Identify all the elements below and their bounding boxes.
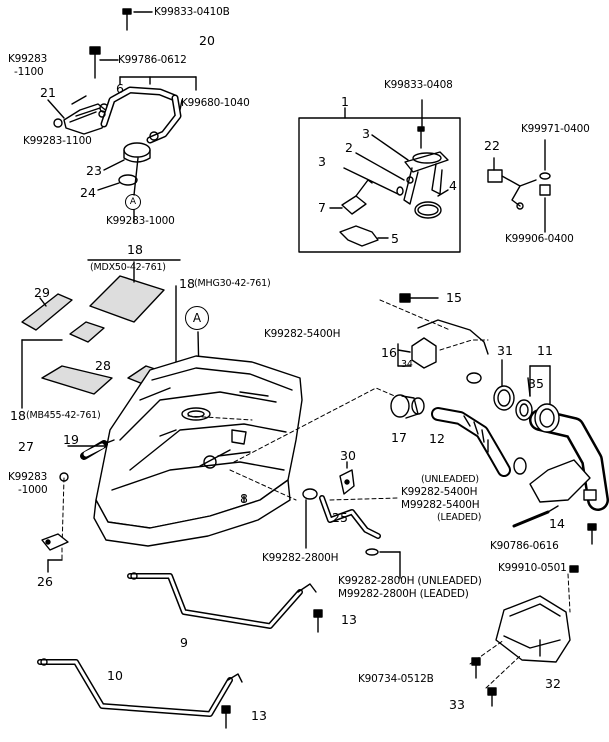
- label-k99833-0408: K99833-0408: [384, 79, 453, 91]
- label-18b: 18: [179, 276, 195, 291]
- label-14: 14: [549, 516, 565, 531]
- label-21: 21: [40, 85, 56, 100]
- label-k99971-0400: K99971-0400: [521, 123, 590, 135]
- label-unleaded-1: (UNLEADED): [421, 474, 479, 485]
- label-18a: 18: [127, 242, 143, 257]
- label-28: 28: [95, 358, 111, 373]
- label-k99282-2800h-unleaded: K99282-2800H (UNLEADED): [338, 575, 482, 587]
- label-mdx50: (MDX50-42-761): [90, 262, 166, 273]
- label-33: 33: [449, 697, 465, 712]
- label-k99283: K99283: [8, 53, 48, 65]
- label-19: 19: [63, 432, 79, 447]
- label-k99283-1000: K99283-1000: [106, 215, 175, 227]
- label-22: 22: [484, 138, 500, 153]
- label-k99283-1100: K99283-1100: [23, 135, 92, 147]
- label-31: 31: [497, 343, 513, 358]
- label-27: 27: [18, 439, 34, 454]
- bolt-top: [122, 8, 153, 31]
- label-m99282-5400h: M99282-5400H: [401, 499, 480, 511]
- label-1100: -1100: [14, 66, 44, 78]
- label-k99282-5400h-mid: K99282-5400H: [401, 486, 478, 498]
- label-30: 30: [340, 448, 356, 463]
- label-2: 2: [345, 140, 353, 155]
- label-m99282-2800h-leaded: M99282-2800H (LEADED): [338, 588, 469, 600]
- fuel-tank: [93, 355, 303, 547]
- label-34: 34: [401, 359, 413, 370]
- label-5: 5: [391, 231, 399, 246]
- label-23: 23: [86, 163, 102, 178]
- label-k90734-0512b: K90734-0512B: [358, 673, 434, 685]
- label-20: 20: [199, 33, 215, 48]
- label-35: 35: [528, 376, 544, 391]
- label-1: 1: [341, 94, 349, 109]
- marker-a-top: A: [125, 194, 141, 210]
- label-24: 24: [80, 185, 96, 200]
- assembly-1-box: [298, 117, 461, 253]
- label-17: 17: [391, 430, 407, 445]
- label-k90786-0616: K90786-0616: [490, 540, 559, 552]
- label-18c: 18: [10, 408, 26, 423]
- label-k99680-1040: K99680-1040: [181, 97, 250, 109]
- label-leaded-1: (LEADED): [437, 512, 482, 523]
- label-10: 10: [107, 668, 123, 683]
- label-8: 8: [240, 491, 248, 506]
- label-32: 32: [545, 676, 561, 691]
- label-k99786-0612: K99786-0612: [118, 54, 187, 66]
- label-4: 4: [449, 178, 457, 193]
- label-9: 9: [180, 635, 188, 650]
- label-mhg30: (MHG30-42-761): [194, 278, 271, 289]
- label-mb455: (MB455-42-761): [26, 410, 101, 421]
- marker-a-tank: A: [185, 306, 209, 330]
- label-k99282-2800h-a: K99282-2800H: [262, 552, 339, 564]
- label-1000-left: -1000: [18, 484, 48, 496]
- bolt-0612: [89, 46, 119, 79]
- label-k99910-0501: K99910-0501: [498, 562, 567, 574]
- label-25: 25: [332, 510, 348, 525]
- label-k99283-left: K99283: [8, 471, 48, 483]
- label-15: 15: [446, 290, 462, 305]
- label-7: 7: [318, 200, 326, 215]
- label-k99833-0410b: K99833-0410B: [154, 6, 230, 18]
- label-13a: 13: [341, 612, 357, 627]
- label-3a: 3: [362, 126, 370, 141]
- label-k99282-5400h-top: K99282-5400H: [264, 328, 341, 340]
- label-26: 26: [37, 574, 53, 589]
- label-12: 12: [429, 431, 445, 446]
- label-13b: 13: [251, 708, 267, 723]
- label-29: 29: [34, 285, 50, 300]
- label-3b: 3: [318, 154, 326, 169]
- label-6: 6: [116, 81, 124, 96]
- label-16: 16: [381, 345, 397, 360]
- label-11: 11: [537, 343, 553, 358]
- label-k99906-0400: K99906-0400: [505, 233, 574, 245]
